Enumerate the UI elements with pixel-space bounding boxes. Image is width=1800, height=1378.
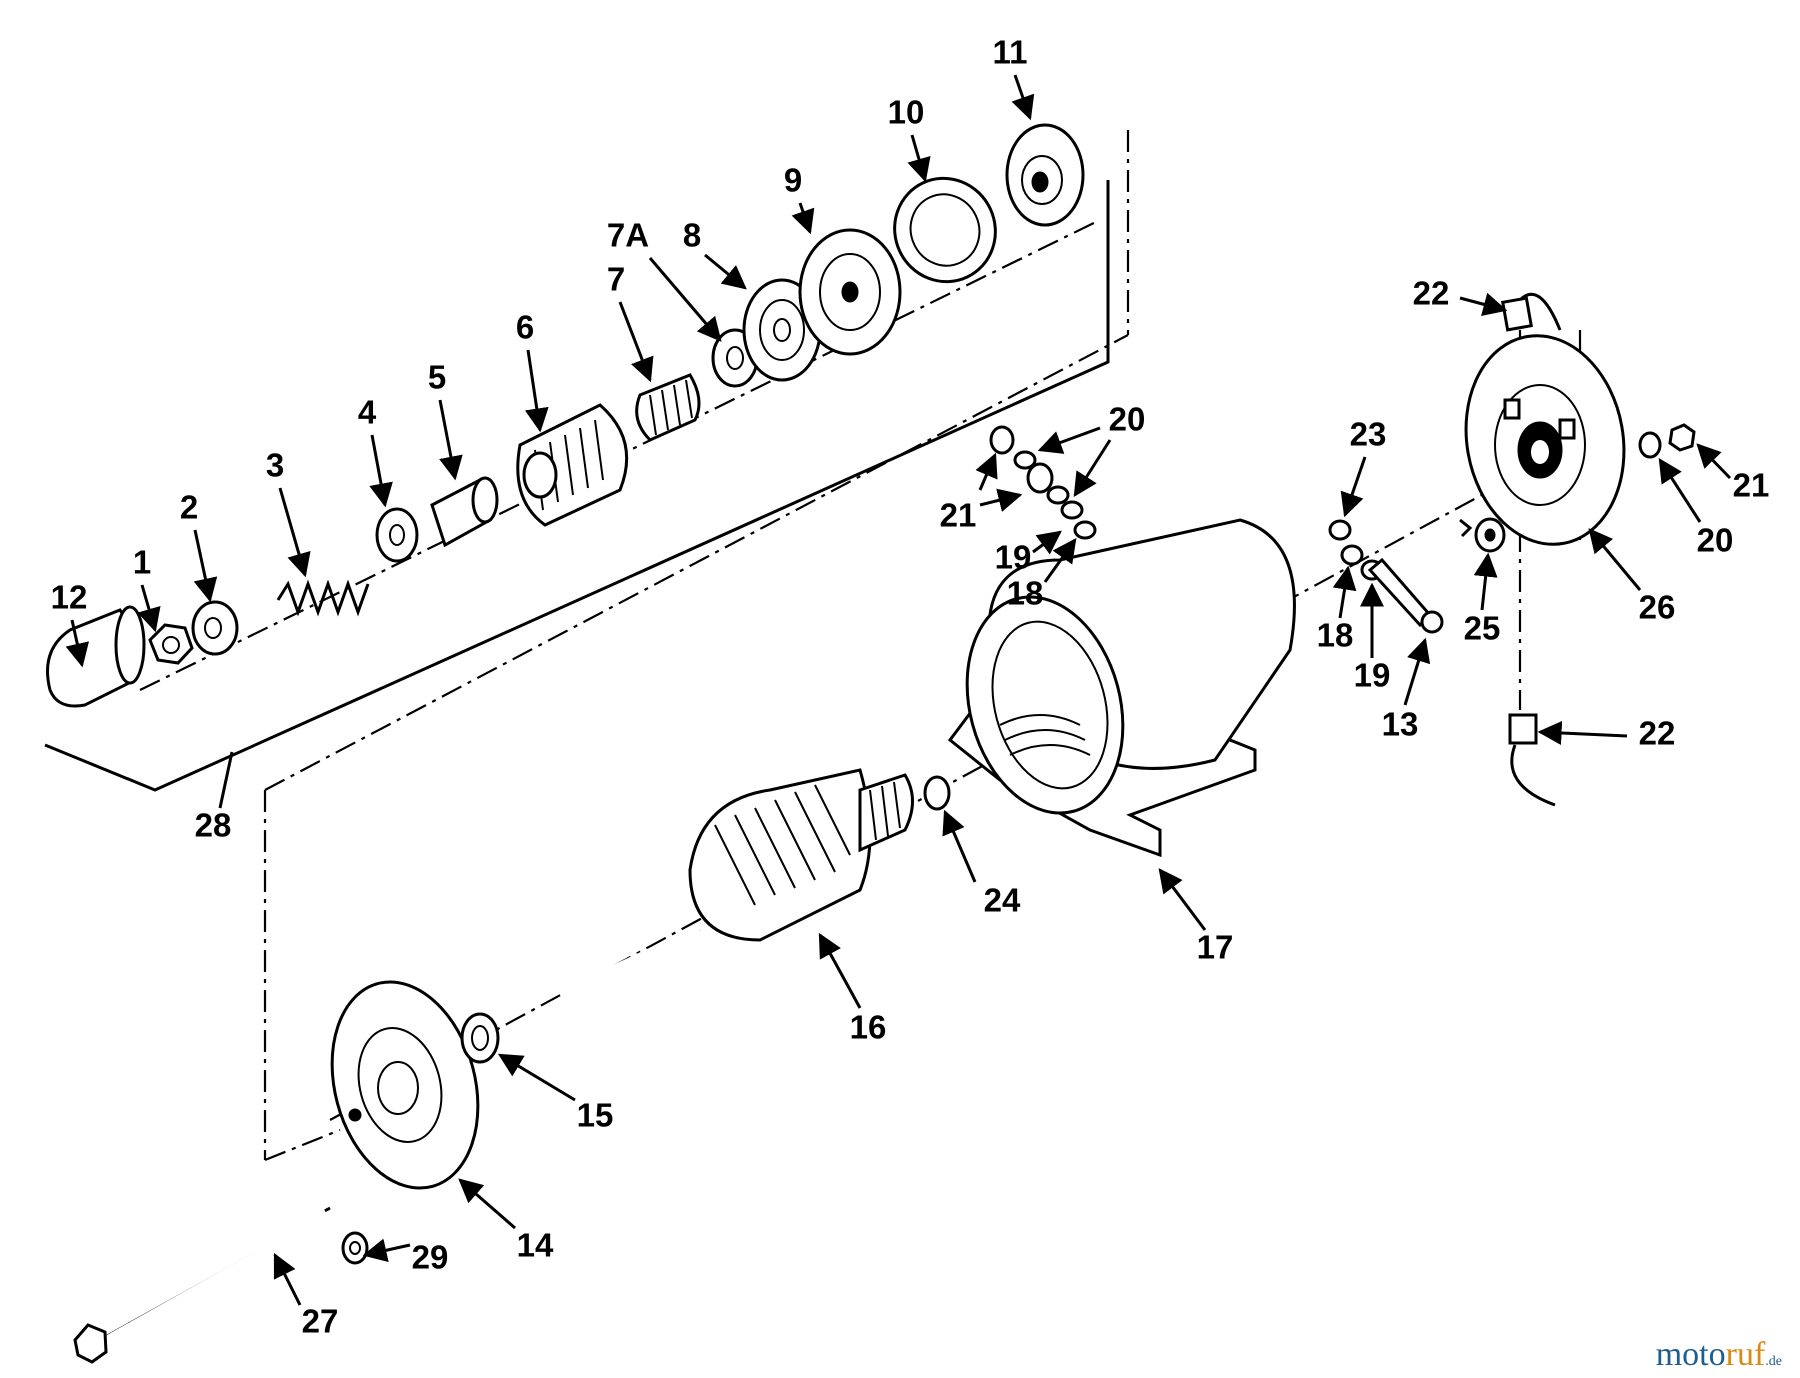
washer-4 (375, 507, 419, 563)
part-label-12: 12 (51, 579, 88, 616)
part-label-28: 28 (195, 807, 232, 844)
leader-arrows (65, 74, 1732, 1306)
watermark-main: moto (1655, 1336, 1726, 1373)
rear-hardware (1328, 519, 1444, 634)
part-label-11: 11 (993, 34, 1028, 71)
part-label-15: 15 (577, 1097, 614, 1134)
part-label-7a: 7A (607, 217, 649, 254)
nut-1 (148, 623, 194, 665)
pinion-6 (516, 403, 629, 527)
watermark-accent: ruf (1725, 1336, 1766, 1373)
part-label-19: 19 (995, 539, 1032, 576)
part-label-10: 10 (888, 94, 925, 131)
washer-25 (1459, 517, 1506, 553)
part-label-1: 1 (133, 544, 151, 581)
ring-10 (893, 176, 997, 284)
part-label-20: 20 (1697, 522, 1734, 559)
washer-24 (923, 775, 951, 811)
part-label-27: 27 (302, 1303, 339, 1340)
part-label-7: 7 (607, 261, 625, 298)
part-label-3: 3 (266, 447, 284, 484)
washer-nut-20-21 (1638, 423, 1696, 459)
part-label-5: 5 (428, 359, 446, 396)
part-label-2: 2 (180, 489, 198, 526)
spring-3 (276, 579, 370, 617)
drive-cap-12 (46, 605, 146, 708)
part-label-21: 21 (1733, 467, 1770, 504)
through-bolt-27 (73, 1206, 331, 1364)
sleeve-5 (430, 476, 499, 548)
part-label-22: 22 (1639, 715, 1676, 752)
brush-22-lower (1508, 713, 1556, 807)
part-label-17: 17 (1197, 929, 1234, 966)
housing-9 (798, 228, 902, 356)
part-label-18: 18 (1317, 617, 1354, 654)
end-plate-14 (330, 980, 480, 1190)
part-label-21: 21 (940, 497, 977, 534)
part-label-6: 6 (516, 309, 534, 346)
part-label-18: 18 (1007, 575, 1044, 612)
part-label-4: 4 (358, 394, 377, 431)
part-label-25: 25 (1464, 610, 1501, 647)
washer-29 (341, 1231, 369, 1265)
part-label-23: 23 (1350, 416, 1387, 453)
part-label-29: 29 (412, 1239, 449, 1276)
part-label-16: 16 (850, 1009, 887, 1046)
part-label-14: 14 (517, 1227, 554, 1264)
watermark-tld: .de (1765, 1354, 1782, 1369)
end-plate-26 (1464, 334, 1626, 546)
part-label-22: 22 (1413, 275, 1450, 312)
part-label-8: 8 (683, 217, 701, 254)
part-label-24: 24 (984, 882, 1021, 919)
cap-11 (1005, 123, 1085, 227)
motoruf-watermark: motoruf.de (1656, 1336, 1782, 1374)
motor-frame-17 (947, 518, 1296, 858)
part-label-13: 13 (1382, 706, 1419, 743)
terminal-hardware (989, 425, 1097, 540)
part-label-26: 26 (1639, 589, 1676, 626)
brush-22-upper (1501, 292, 1562, 332)
spring-7 (635, 373, 701, 442)
part-label-9: 9 (784, 162, 802, 199)
part-label-20: 20 (1109, 401, 1146, 438)
washer-15 (460, 1012, 500, 1064)
collar-2 (191, 600, 239, 656)
armature-16 (557, 768, 914, 1000)
part-label-19: 19 (1354, 657, 1391, 694)
